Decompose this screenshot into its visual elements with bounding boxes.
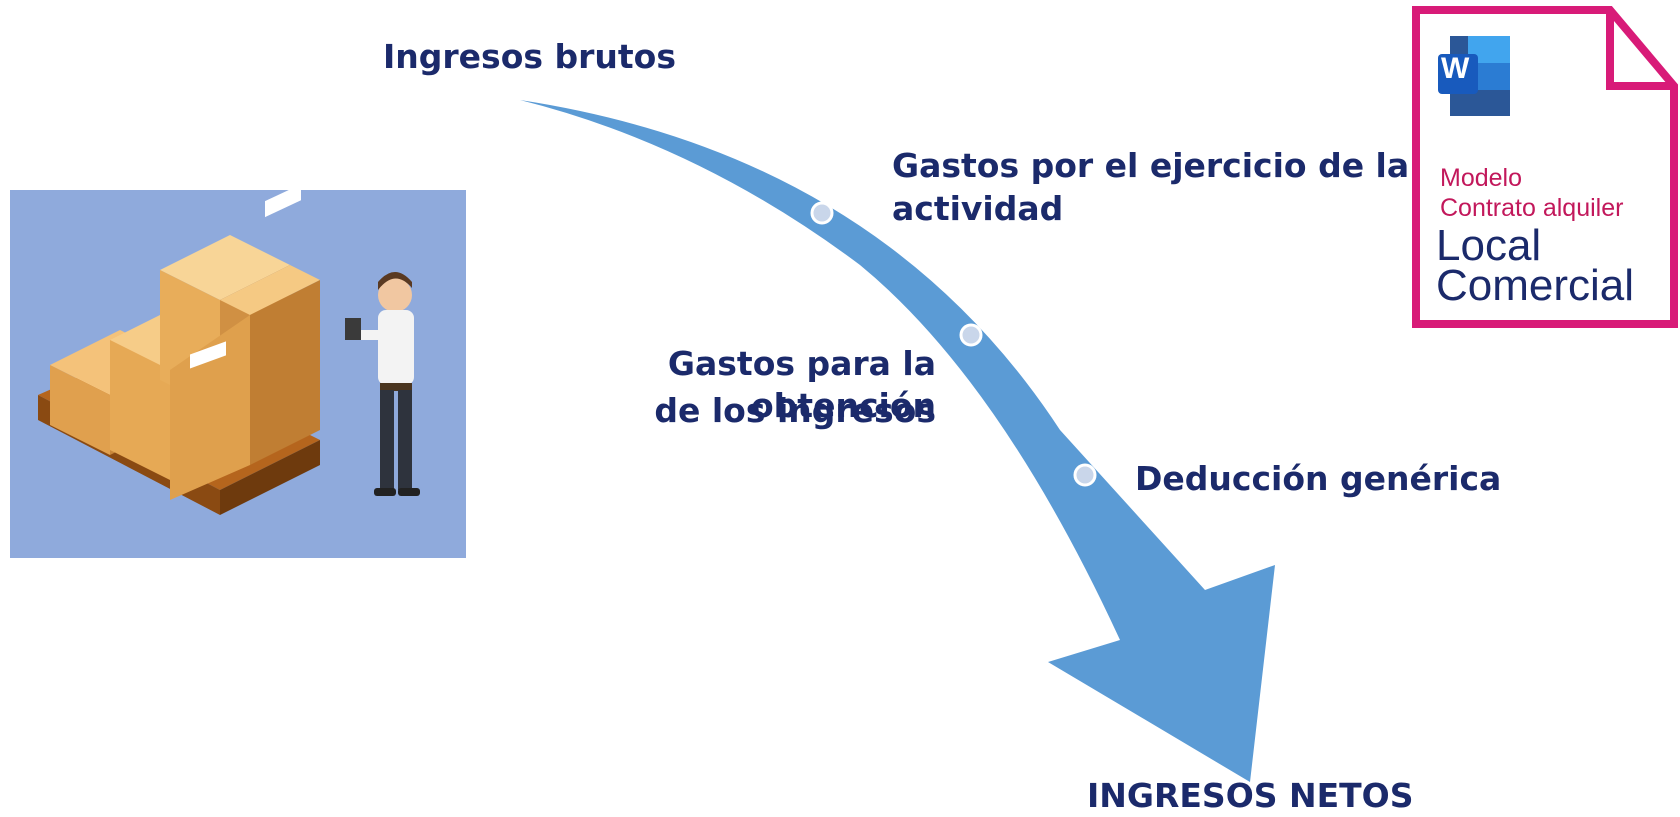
doc-line-comercial: Comercial bbox=[1436, 261, 1635, 310]
step-1-label-line2: actividad bbox=[892, 189, 1064, 228]
step-dot bbox=[810, 201, 834, 225]
step-dot bbox=[959, 323, 983, 347]
start-label: Ingresos brutos bbox=[383, 37, 676, 76]
curved-arrow bbox=[520, 100, 1275, 782]
warehouse-illustration bbox=[10, 190, 466, 558]
doc-line-local: Local bbox=[1436, 221, 1542, 270]
doc-line-contrato: Contrato alquiler bbox=[1440, 194, 1624, 222]
step-1-label-line1: Gastos por el ejercicio de la bbox=[892, 146, 1410, 185]
worker-figure bbox=[345, 272, 420, 496]
step-3-label: Deducción genérica bbox=[1135, 459, 1502, 498]
word-document-thumbnail[interactable] bbox=[1410, 6, 1680, 329]
word-icon: W bbox=[1441, 52, 1470, 85]
step-2-label-line1: Gastos para la obtención bbox=[667, 344, 936, 425]
step-2-label-line2: de los ingresos bbox=[654, 391, 936, 430]
doc-line-modelo: Modelo bbox=[1440, 164, 1522, 192]
box-stack bbox=[50, 190, 320, 500]
end-label: INGRESOS NETOS bbox=[1087, 776, 1414, 815]
step-dot bbox=[1073, 463, 1097, 487]
